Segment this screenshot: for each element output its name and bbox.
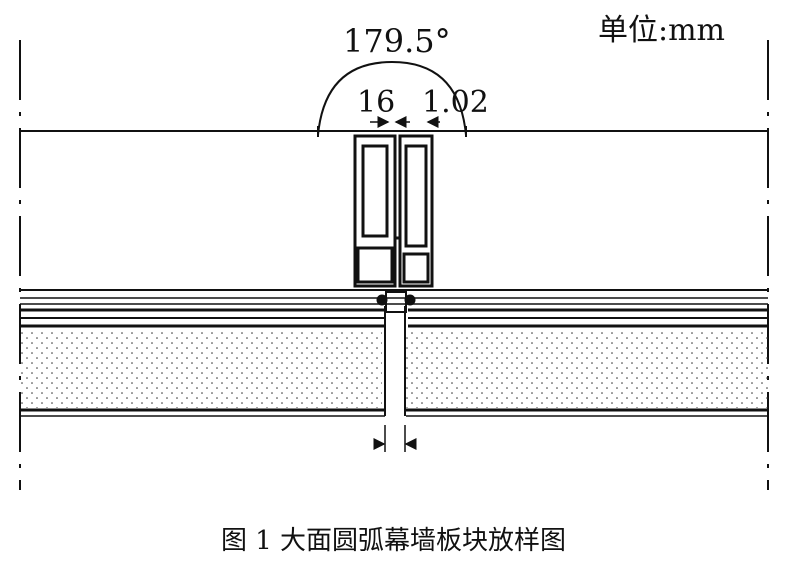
angle-label: 179.5° (343, 22, 451, 60)
unit-label: 单位:mm (598, 13, 725, 48)
dimension-102-label: 1.02 (422, 85, 489, 120)
insulation-panel-left (20, 332, 382, 408)
dimension-16-label: 16 (357, 85, 395, 120)
insulation-panel-right (406, 332, 768, 408)
mullion-profile (353, 134, 434, 288)
figure-caption: 图 1 大面圆弧幕墙板块放样图 (220, 526, 567, 556)
inner-panel-lines (20, 289, 768, 328)
angle-arc (317, 60, 467, 136)
joint-connector (376, 291, 416, 313)
